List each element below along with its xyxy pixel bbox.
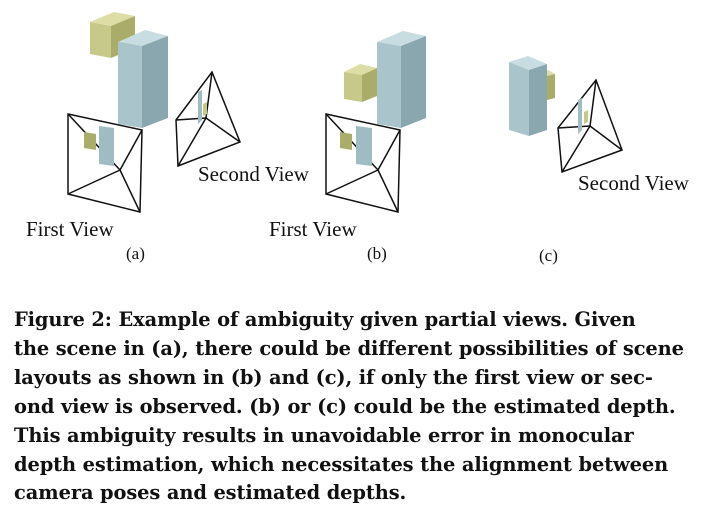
second-view-blue-patch bbox=[198, 90, 202, 124]
second-view-blue-patch bbox=[578, 98, 582, 134]
panel-a-first-view-label: First View bbox=[26, 217, 114, 241]
caption-line: camera poses and estimated depths. bbox=[14, 481, 407, 505]
panel-b-first-view-label: First View bbox=[269, 217, 357, 241]
blue-box bbox=[118, 42, 142, 128]
first-view-yellow-patch bbox=[84, 132, 96, 150]
figure-illustration: Second View First View (a) First View (b… bbox=[26, 12, 689, 265]
second-view-yellow-patch bbox=[584, 110, 588, 124]
second-view-yellow-patch bbox=[203, 102, 207, 116]
figure-svg bbox=[67, 12, 623, 213]
panel-c-scene bbox=[509, 56, 623, 174]
panel-a-scene bbox=[67, 12, 241, 213]
first-view-blue-patch bbox=[356, 126, 372, 166]
caption-line: ond view is observed. (b) or (c) could b… bbox=[14, 394, 676, 418]
panel-b-scene bbox=[325, 31, 426, 213]
caption-line: the scene in (a), there could be differe… bbox=[14, 336, 684, 360]
caption-line: depth estimation, which necessitates the… bbox=[14, 452, 669, 476]
first-view-blue-patch bbox=[99, 126, 114, 166]
yellow-box bbox=[90, 22, 111, 58]
yellow-box bbox=[344, 72, 362, 102]
caption-line: layouts as shown in (b) and (c), if only… bbox=[14, 365, 653, 389]
panel-c-second-view-label: Second View bbox=[578, 171, 689, 195]
blue-box bbox=[377, 42, 401, 128]
panel-b-sublabel: (b) bbox=[367, 244, 387, 263]
second-camera-frustum bbox=[175, 70, 241, 168]
caption-line: This ambiguity results in unavoidable er… bbox=[14, 423, 634, 447]
second-camera-frustum bbox=[557, 78, 623, 174]
blue-box bbox=[509, 62, 529, 136]
caption-line: Figure 2: Example of ambiguity given par… bbox=[14, 308, 636, 331]
panel-a-sublabel: (a) bbox=[126, 244, 145, 263]
panel-a-second-view-label: Second View bbox=[198, 162, 309, 186]
panel-c-sublabel: (c) bbox=[539, 246, 558, 265]
figure-caption: Figure 2: Example of ambiguity given par… bbox=[14, 306, 718, 508]
first-view-yellow-patch bbox=[340, 132, 352, 150]
